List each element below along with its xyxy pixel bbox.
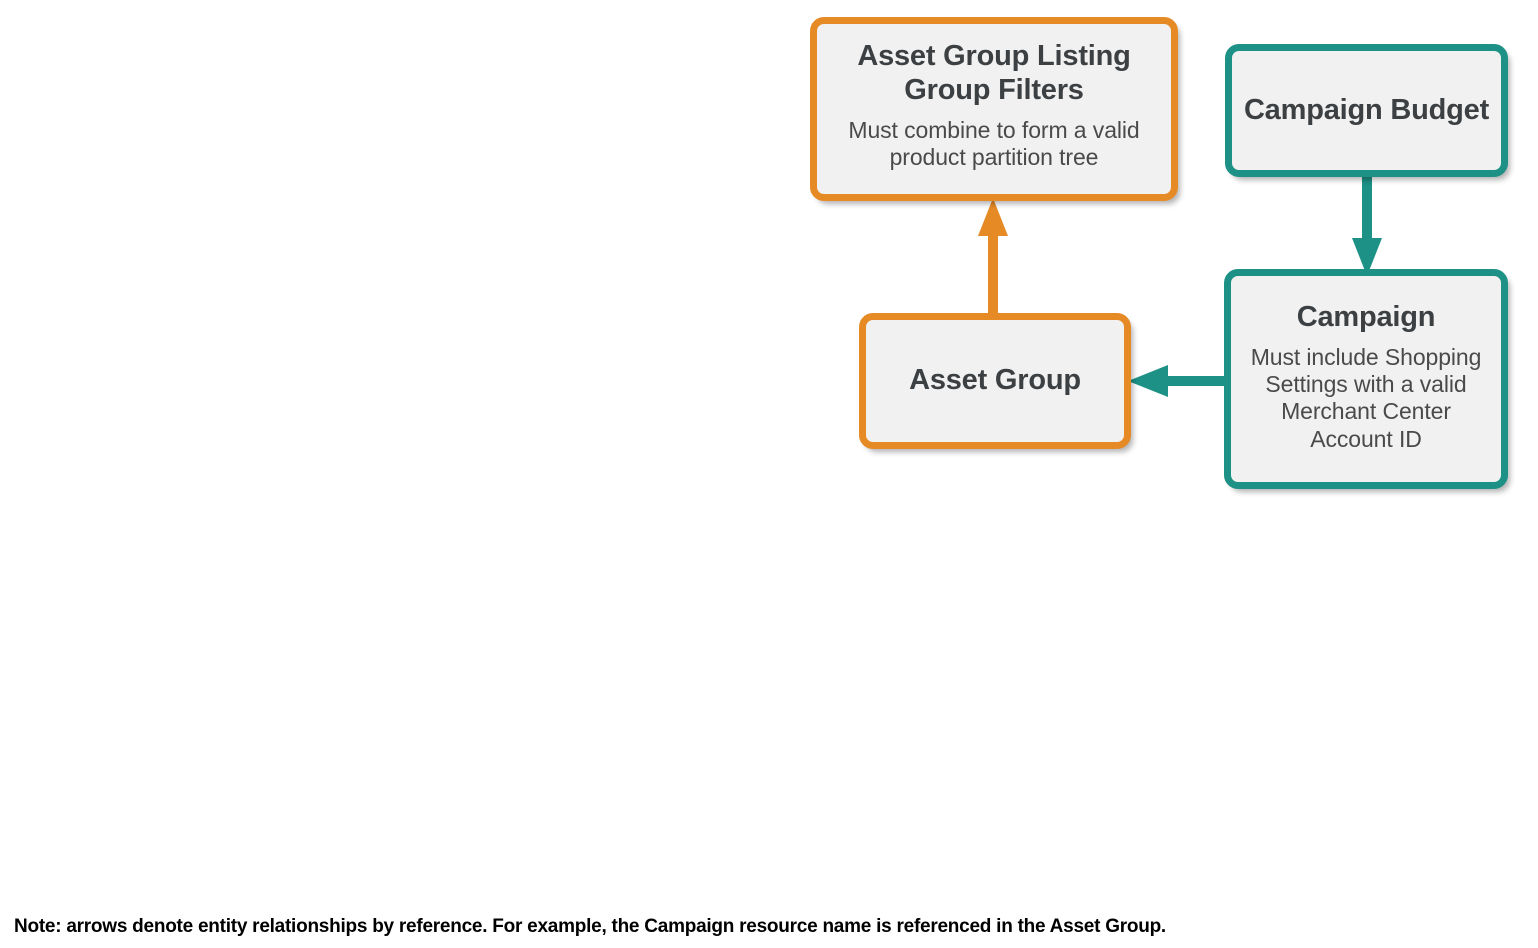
node-campaign-budget[interactable]: Campaign Budget	[1225, 44, 1508, 177]
diagram-footnote: Note: arrows denote entity relationships…	[14, 916, 1166, 937]
node-title: Asset Group Listing Group Filters	[857, 40, 1131, 107]
edge-campaign-budget-to-campaign	[1349, 170, 1385, 278]
node-description: Must combine to form a valid product par…	[848, 117, 1140, 171]
node-title: Campaign Budget	[1243, 93, 1490, 126]
node-description: Must include Shopping Settings with a va…	[1250, 344, 1482, 452]
node-asset-group[interactable]: Asset Group	[859, 313, 1131, 449]
node-title: Campaign	[1296, 301, 1436, 334]
node-campaign[interactable]: Campaign Must include Shopping Settings …	[1224, 269, 1508, 489]
node-title: Asset Group	[909, 364, 1081, 397]
edge-asset-group-to-listing-group-filters	[975, 196, 1011, 322]
node-asset-group-listing-group-filters[interactable]: Asset Group Listing Group Filters Must c…	[810, 17, 1178, 201]
edge-campaign-to-asset-group	[1120, 362, 1232, 400]
